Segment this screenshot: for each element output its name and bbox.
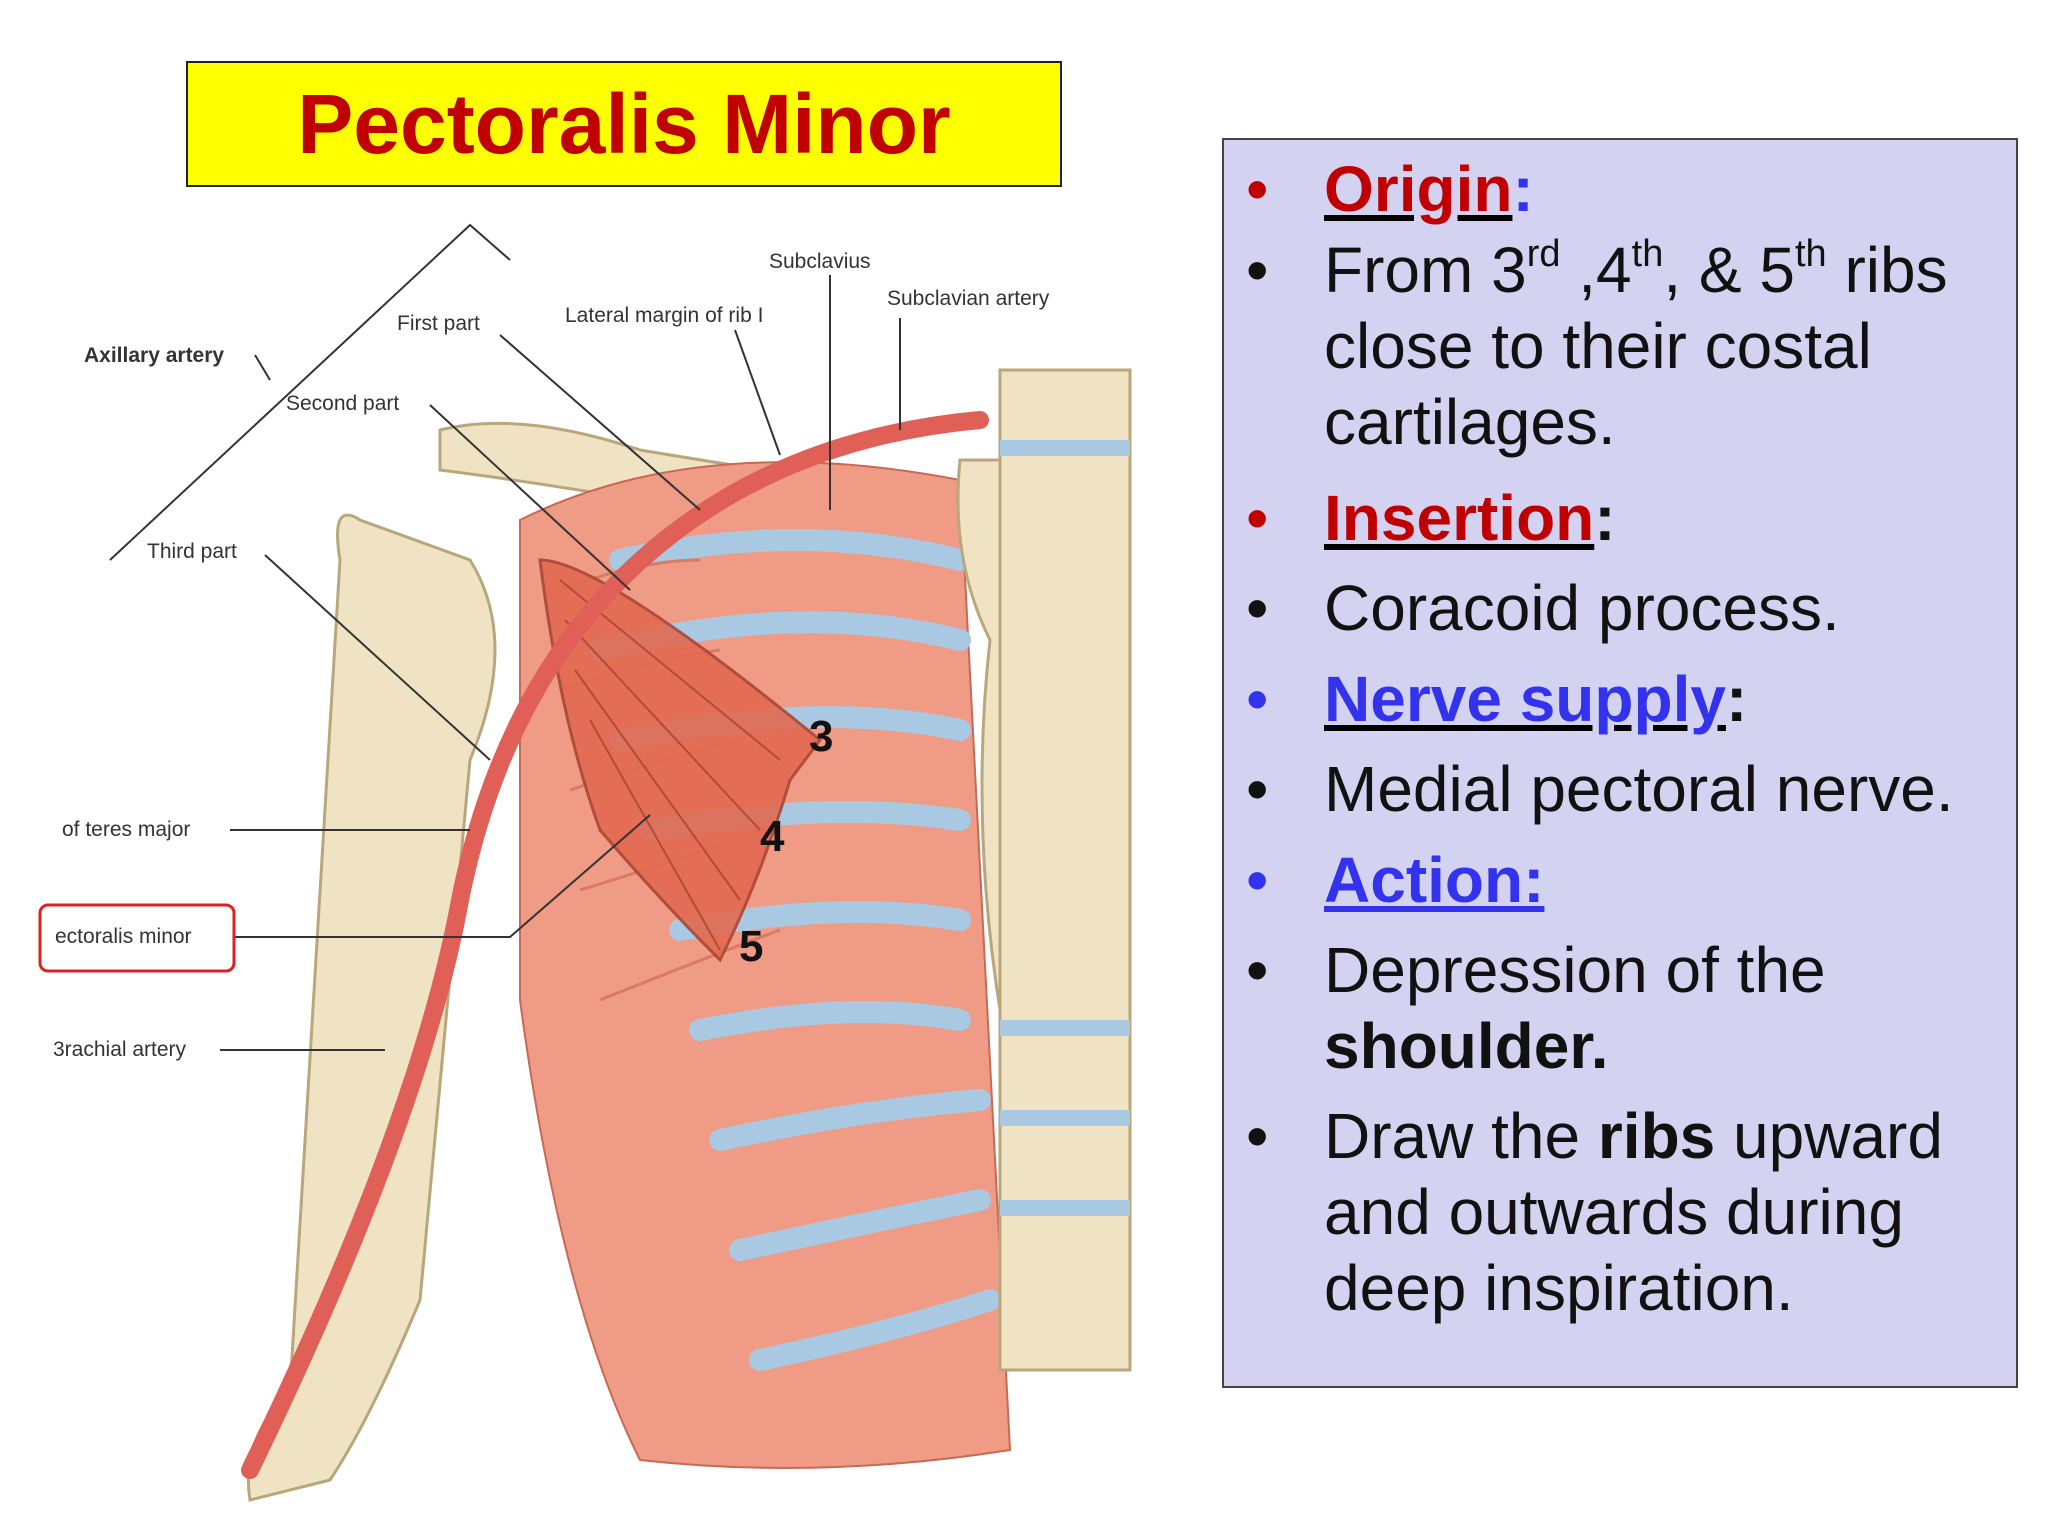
label-lateral-margin-rib: Lateral margin of rib I (565, 304, 763, 327)
label-subclavian-artery: Subclavian artery (887, 287, 1050, 310)
rib-cartilages (589, 529, 1001, 1371)
rib-number-5: 5 (739, 922, 763, 971)
pectoralis-minor-highlight (38, 903, 236, 973)
origin-detail-item: • From 3rd ,4th, & 5th ribs close to the… (1246, 232, 2004, 460)
leader-lines (109, 223, 901, 1051)
action-detail-item-1: • Depression of the shoulder. (1246, 932, 2004, 1084)
label-axillary-artery: Axillary artery (84, 344, 224, 367)
label-first-part: First part (397, 312, 480, 335)
info-panel: • Origin: • From 3rd ,4th, & 5th ribs cl… (1222, 138, 2018, 1388)
action-heading: Action: (1324, 844, 1545, 916)
nerve-detail-item: • Medial pectoral nerve. (1246, 751, 2004, 827)
origin-detail: From 3rd ,4th, & 5th ribs close to their… (1324, 233, 1948, 458)
nerve-heading-item: • Nerve supply: (1246, 663, 1748, 735)
label-third-part: Third part (147, 540, 237, 563)
nerve-supply-heading: Nerve supply (1324, 663, 1726, 735)
vertebral-column (998, 368, 1132, 1372)
origin-heading-item: • Origin: (1246, 153, 1534, 225)
pectoralis-minor-muscle (538, 558, 823, 963)
rib-number-4: 4 (760, 812, 785, 861)
slide-title-box: Pectoralis Minor (186, 61, 1062, 187)
label-pectoralis-minor: ectoralis minor (55, 925, 192, 948)
insertion-detail-item: • Coracoid process. (1246, 570, 2004, 646)
action-detail-item-2: • Draw the ribs upward and outwards duri… (1246, 1098, 2004, 1326)
action-heading-item: • Action: (1246, 842, 2004, 918)
label-brachial-artery: 3rachial artery (53, 1038, 187, 1061)
insertion-heading: Insertion (1324, 482, 1595, 554)
subclavian-axillary-brachial-artery (241, 411, 989, 1479)
insertion-detail: Coracoid process. (1324, 572, 1840, 644)
label-teres-major: of teres major (62, 818, 190, 841)
action-detail-2: Draw the ribs upward and outwards during… (1324, 1100, 1943, 1324)
rib-number-3: 3 (809, 712, 833, 761)
muscle-fibers (559, 579, 781, 951)
label-second-part: Second part (286, 392, 399, 415)
origin-heading: Origin (1324, 153, 1513, 225)
label-subclavius: Subclavius (769, 250, 871, 273)
action-detail-1: Depression of the shoulder. (1324, 934, 1826, 1082)
nerve-detail: Medial pectoral nerve. (1324, 753, 1954, 825)
humerus-bone (246, 513, 497, 1502)
slide-title: Pectoralis Minor (297, 76, 951, 171)
insertion-heading-item: • Insertion: (1246, 482, 1616, 554)
anatomy-illustration: Axillary artery First part Second part T… (38, 223, 1132, 1502)
intervertebral-discs (1000, 440, 1130, 1216)
